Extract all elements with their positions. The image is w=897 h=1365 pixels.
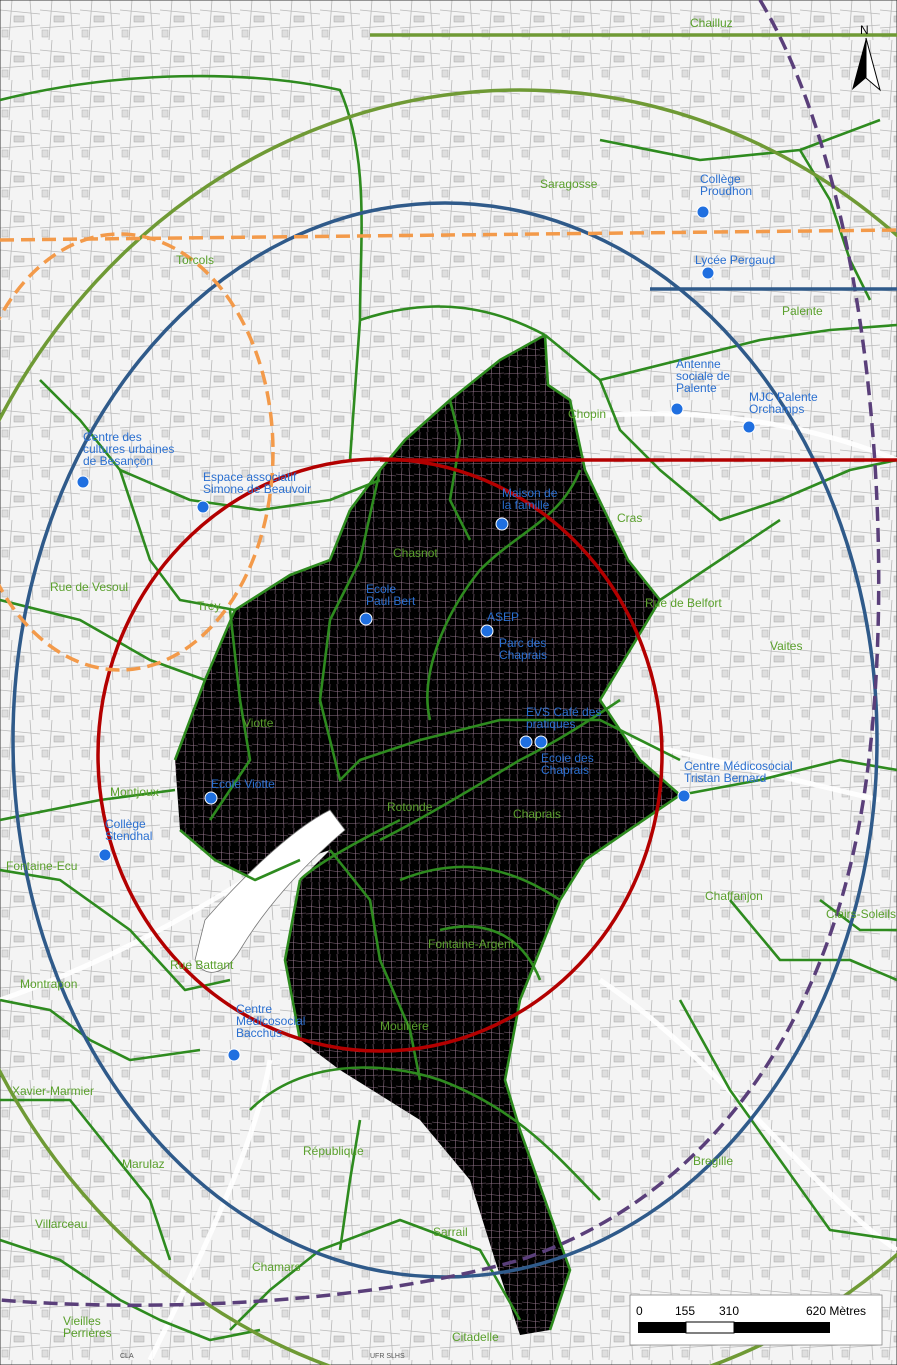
quarter-label: Chaffanjon (705, 889, 763, 903)
quarter-label: Fontaine-Argent (428, 937, 515, 951)
quarter-label: Montrapon (20, 977, 77, 991)
scale-bar: 0 155 310 620 Mètres (629, 1294, 883, 1346)
facility-label: ASEP (487, 610, 519, 624)
facility-marker[interactable] (670, 402, 684, 416)
circle-green (0, 88, 897, 1365)
quarter-label: Palente (782, 304, 823, 318)
quarter-label: Clairs-Soleils (826, 907, 896, 921)
facility-marker[interactable] (227, 1048, 241, 1062)
quarter-label: Rue de Belfort (645, 596, 722, 610)
facility-marker[interactable] (742, 420, 756, 434)
quarter-label: Saragosse (540, 177, 598, 191)
facility-label: Lycée Pergaud (695, 253, 775, 267)
quarter-label: Cras (617, 511, 642, 525)
scale-tick-0: 0 (636, 1304, 643, 1318)
facility-marker[interactable] (204, 791, 218, 805)
quarter-label: Rue Battant (170, 958, 234, 972)
quarter-label: Chailluz (690, 16, 733, 30)
facility-marker[interactable] (196, 500, 210, 514)
facility-marker[interactable] (495, 517, 509, 531)
scale-tick-1: 155 (675, 1304, 695, 1318)
facility-marker[interactable] (519, 735, 533, 749)
circle-orange (0, 232, 275, 672)
quarter-label: Rue de Vesoul (50, 580, 128, 594)
quarter-label: Rotonde (387, 800, 433, 814)
north-arrow: N (852, 23, 881, 92)
quarter-label: Torcols (176, 253, 214, 267)
quarter-label: Vaites (770, 639, 802, 653)
facility-marker[interactable] (76, 475, 90, 489)
scale-tick-3: 620 Mètres (806, 1304, 866, 1318)
quarter-label: Trey (197, 599, 221, 613)
quarter-label: Chopin (568, 407, 606, 421)
facility-marker[interactable] (677, 789, 691, 803)
quarter-label: Fontaine-Ecu (6, 859, 77, 873)
north-label: N (860, 23, 869, 37)
river (194, 809, 346, 973)
quarter-label: Villarceau (35, 1217, 87, 1231)
quarter-label: Mouillère (380, 1019, 429, 1033)
quarter-label: Chaprais (513, 807, 561, 821)
quarter-label: République (303, 1144, 364, 1158)
quarter-label: Citadelle (452, 1330, 499, 1344)
footer-mark-cla: CLA (120, 1353, 134, 1360)
quarter-label: Bregille (693, 1154, 733, 1168)
facility-marker[interactable] (534, 735, 548, 749)
boundary-lines (0, 33, 897, 462)
quarter-label: Chamars (252, 1260, 301, 1274)
scale-tick-2: 310 (719, 1304, 739, 1318)
quarter-labels: ChailluzSaragosseTorcolsPalenteChopinCra… (6, 16, 896, 1344)
facility-marker[interactable] (480, 624, 494, 638)
quarter-label: Chasnot (393, 546, 438, 560)
quarter-label: Sarrail (433, 1225, 468, 1239)
quarter-label: Viotte (243, 716, 274, 730)
facility-label: Ecole Viotte (211, 777, 275, 791)
quarter-label: Xavier-Marmier (12, 1084, 94, 1098)
quarter-label: Marulaz (122, 1157, 165, 1171)
facility-marker[interactable] (359, 612, 373, 626)
circle-purple (0, 0, 881, 1307)
facility-marker[interactable] (701, 266, 715, 280)
footer-mark-ufr: UFR SLHS (370, 1353, 405, 1360)
quarter-label: Montjoux (110, 785, 159, 799)
facility-marker[interactable] (696, 205, 710, 219)
facility-marker[interactable] (98, 848, 112, 862)
